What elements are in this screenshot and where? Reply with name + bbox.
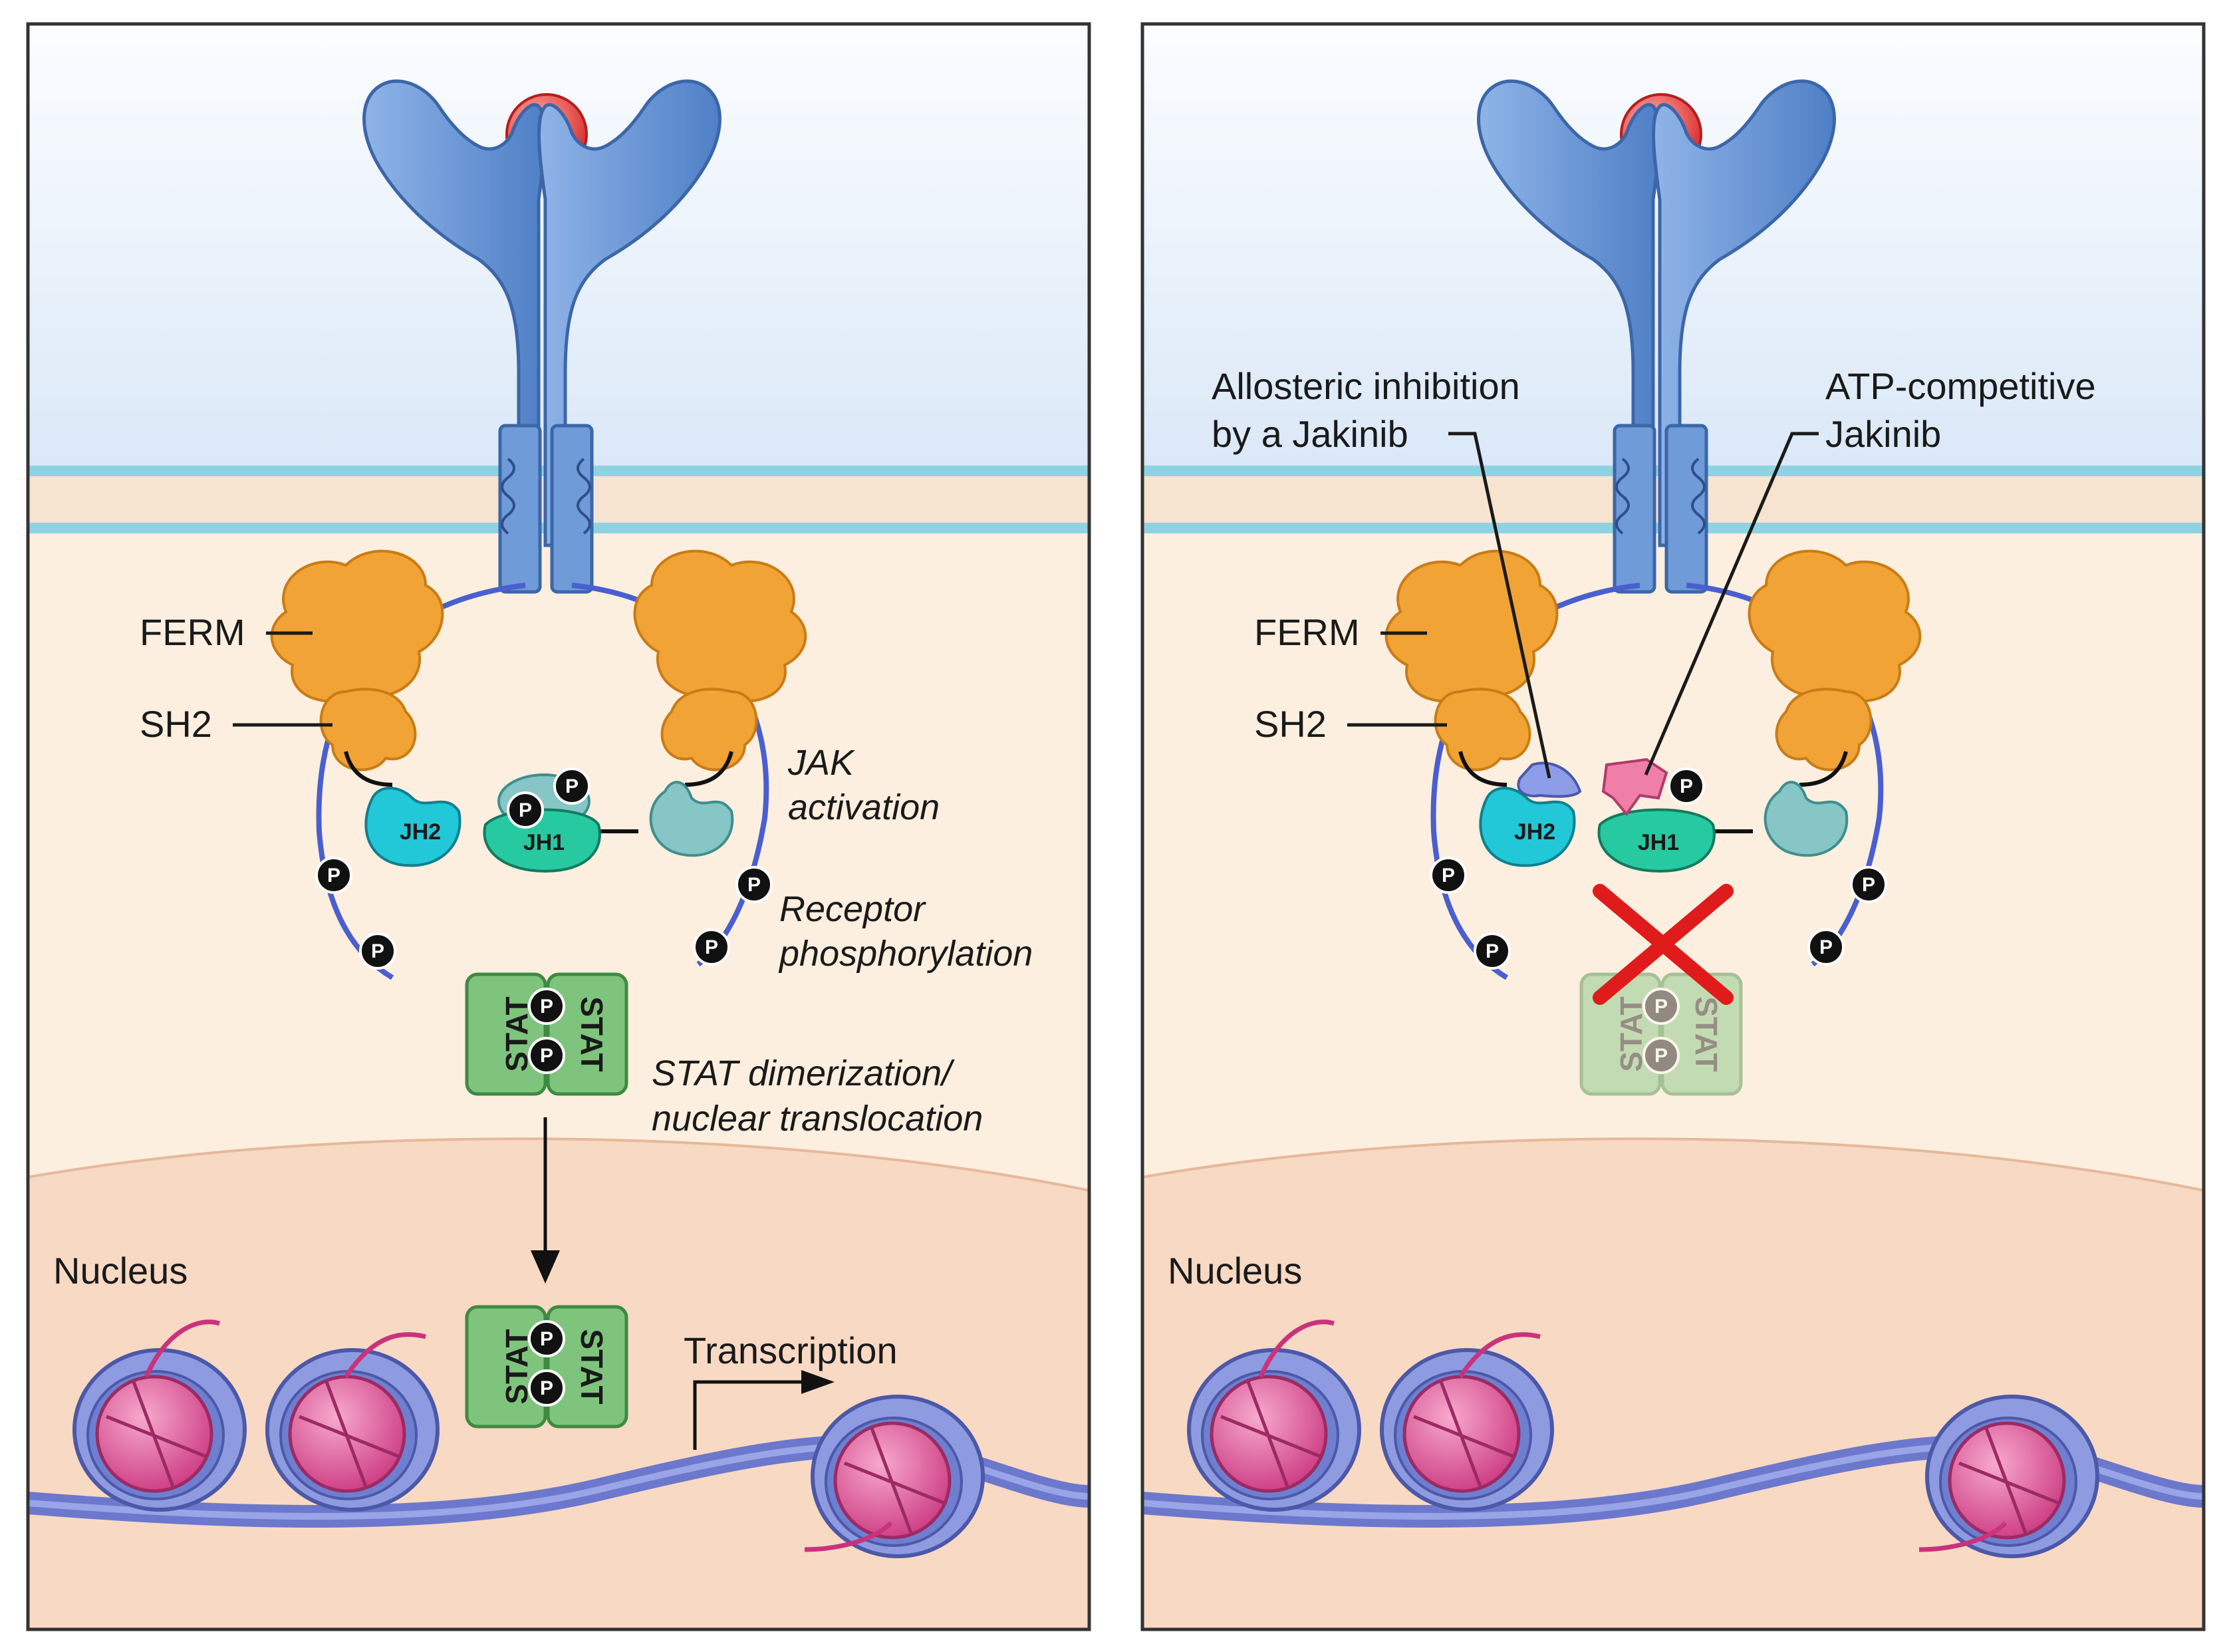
ferm-label: FERM	[1254, 611, 1360, 653]
jh1-domain	[1597, 808, 1716, 873]
svg-text:Jakinib: Jakinib	[1825, 413, 1941, 455]
svg-text:P: P	[565, 775, 579, 797]
svg-text:P: P	[540, 1045, 553, 1067]
svg-text:P: P	[1654, 996, 1668, 1018]
jh2-domain-left	[364, 787, 461, 867]
transcription-arrow-icon	[693, 1370, 835, 1450]
svg-text:P: P	[540, 1328, 553, 1350]
receptor-phosphorylation-label: Receptor	[779, 889, 926, 929]
nucleosome-icon	[1382, 1350, 1552, 1510]
atp-competitive-jakinib-icon	[1601, 757, 1668, 817]
stat-dimerization-label: STAT dimerization/	[652, 1053, 955, 1093]
phospho-icon: P P P P P P	[315, 767, 773, 970]
inactive-kinase-right	[649, 781, 734, 857]
sh2-label: SH2	[1254, 703, 1327, 745]
svg-text:activation: activation	[788, 787, 940, 827]
right-panel: JH2 JH1 P P P P P STAT STAT	[1140, 22, 2206, 1631]
svg-text:P: P	[1654, 1045, 1668, 1067]
svg-text:phosphorylation: phosphorylation	[778, 934, 1033, 974]
inhibition-cross-icon	[1593, 884, 1734, 1005]
svg-text:P: P	[1442, 865, 1455, 887]
nucleus-label: Nucleus	[53, 1250, 188, 1292]
transcription-label: Transcription	[684, 1329, 898, 1371]
svg-text:JH1: JH1	[1638, 830, 1679, 855]
svg-text:JH2: JH2	[1514, 819, 1555, 845]
arrow-icon	[531, 1117, 560, 1284]
svg-text:STAT: STAT	[575, 996, 609, 1071]
ferm-label: FERM	[140, 611, 245, 653]
svg-text:P: P	[540, 996, 553, 1018]
left-panel: JH2 JH1 P P P P P P FERM SH2 JAK activat…	[26, 22, 1091, 1631]
nucleosome-icon	[1927, 1397, 2097, 1556]
nucleosome-icon	[267, 1350, 438, 1510]
svg-text:P: P	[519, 799, 532, 821]
nucleus-label: Nucleus	[1168, 1250, 1302, 1292]
svg-text:P: P	[1862, 874, 1875, 896]
jh2-domain	[1479, 787, 1576, 867]
allosteric-jakinib-icon	[1517, 761, 1582, 798]
svg-text:nuclear translocation: nuclear translocation	[652, 1099, 983, 1139]
phospho-icon: P P P P P	[1430, 767, 1887, 970]
svg-text:STAT: STAT	[575, 1329, 609, 1404]
jh1-label: JH1	[523, 830, 565, 855]
jh2-label: JH2	[400, 819, 441, 845]
nucleosome-icon	[813, 1397, 983, 1556]
svg-text:P: P	[540, 1377, 553, 1399]
svg-text:P: P	[327, 865, 340, 887]
sh2-label: SH2	[140, 703, 212, 745]
stat-dimer-nucleus: STAT STAT P P	[467, 1307, 626, 1427]
nucleosome-icon	[1189, 1350, 1359, 1510]
svg-text:P: P	[371, 940, 384, 962]
nucleosome-icon	[74, 1350, 245, 1510]
svg-text:by a Jakinib: by a Jakinib	[1212, 413, 1408, 455]
allosteric-inhibition-label: Allosteric inhibition	[1212, 365, 1520, 407]
stat-dimer-cytoplasm: STAT STAT P P	[467, 974, 626, 1094]
stat-dimer-blocked: STAT STAT P P	[1581, 974, 1741, 1094]
svg-text:STAT: STAT	[1689, 996, 1724, 1071]
svg-text:P: P	[1680, 775, 1693, 797]
jak-activation-label: JAK	[787, 743, 855, 783]
svg-text:P: P	[747, 874, 761, 896]
atp-competitive-label: ATP-competitive	[1825, 365, 2096, 407]
svg-text:P: P	[1819, 936, 1833, 958]
svg-text:P: P	[705, 936, 718, 958]
svg-text:P: P	[1486, 940, 1499, 962]
